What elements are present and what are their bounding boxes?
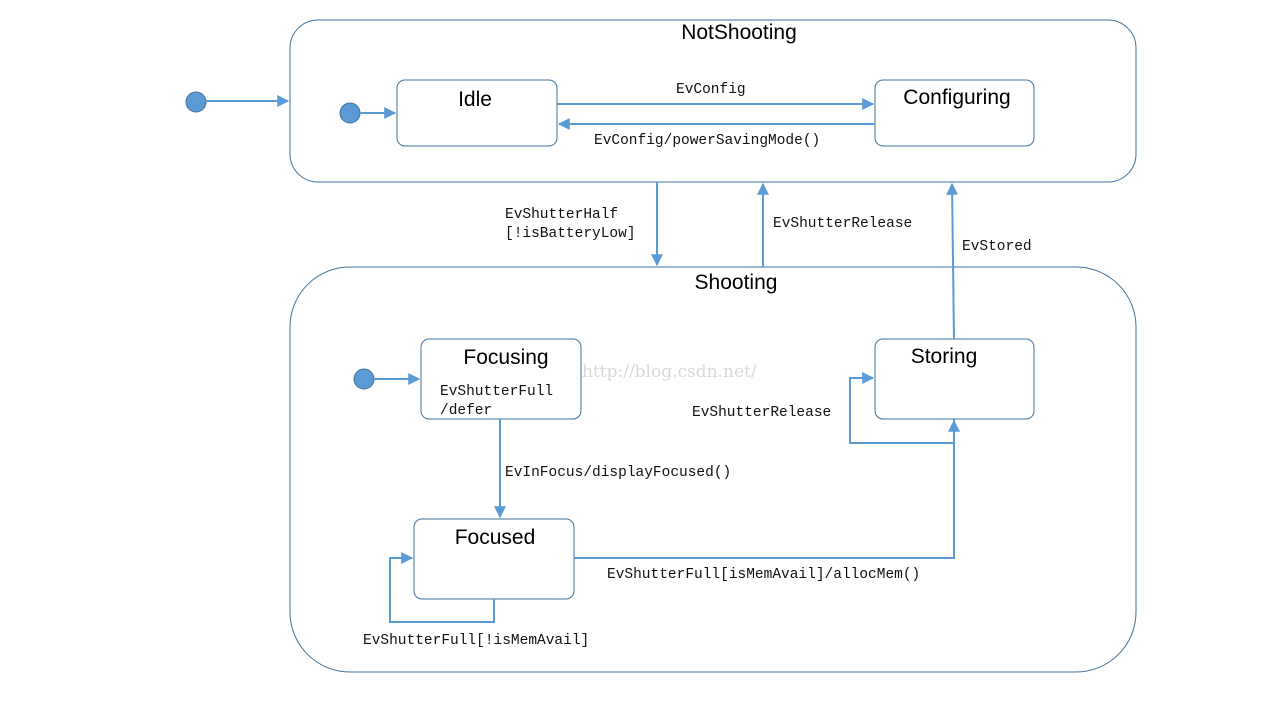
arrow-focused-to-storing bbox=[574, 419, 960, 559]
initial-node-shooting bbox=[353, 368, 375, 390]
label-focused-to-storing: EvShutterFull[isMemAvail]/allocMem() bbox=[607, 567, 920, 583]
label-shooting-to-not-shooting: EvShutterRelease bbox=[773, 216, 912, 232]
label-configuring-to-idle: EvConfig/powerSavingMode() bbox=[594, 133, 820, 149]
arrow-focused-self-loop bbox=[389, 552, 495, 623]
state-focusing-label: Focusing bbox=[463, 346, 548, 369]
label-focused-self-loop: EvShutterFull[!isMemAvail] bbox=[363, 633, 589, 649]
watermark-text: http://blog.csdn.net/ bbox=[582, 362, 757, 382]
label-not-shooting-to-shooting-1: EvShutterHalf bbox=[505, 207, 618, 223]
label-storing-to-not-shooting: EvStored bbox=[962, 239, 1032, 255]
not-shooting-title: NotShooting bbox=[681, 21, 797, 44]
state-configuring bbox=[874, 79, 1035, 147]
label-focusing-to-focused: EvInFocus/displayFocused() bbox=[505, 465, 731, 481]
state-idle bbox=[396, 79, 558, 147]
state-configuring-label: Configuring bbox=[903, 86, 1010, 109]
label-focusing-defer-2: /defer bbox=[440, 403, 492, 419]
arrow-storing-to-not-shooting bbox=[946, 182, 959, 340]
initial-node-root bbox=[185, 91, 207, 113]
initial-node-not-shooting bbox=[339, 102, 361, 124]
state-focused-label: Focused bbox=[455, 526, 536, 549]
state-storing-label: Storing bbox=[911, 345, 978, 368]
label-focusing-defer-1: EvShutterFull bbox=[440, 384, 553, 400]
label-idle-to-configuring: EvConfig bbox=[676, 82, 746, 98]
label-not-shooting-to-shooting-2: [!isBatteryLow] bbox=[505, 226, 636, 242]
label-storing-self-loop: EvShutterRelease bbox=[692, 405, 831, 421]
state-idle-label: Idle bbox=[458, 88, 492, 111]
shooting-title: Shooting bbox=[695, 271, 778, 294]
